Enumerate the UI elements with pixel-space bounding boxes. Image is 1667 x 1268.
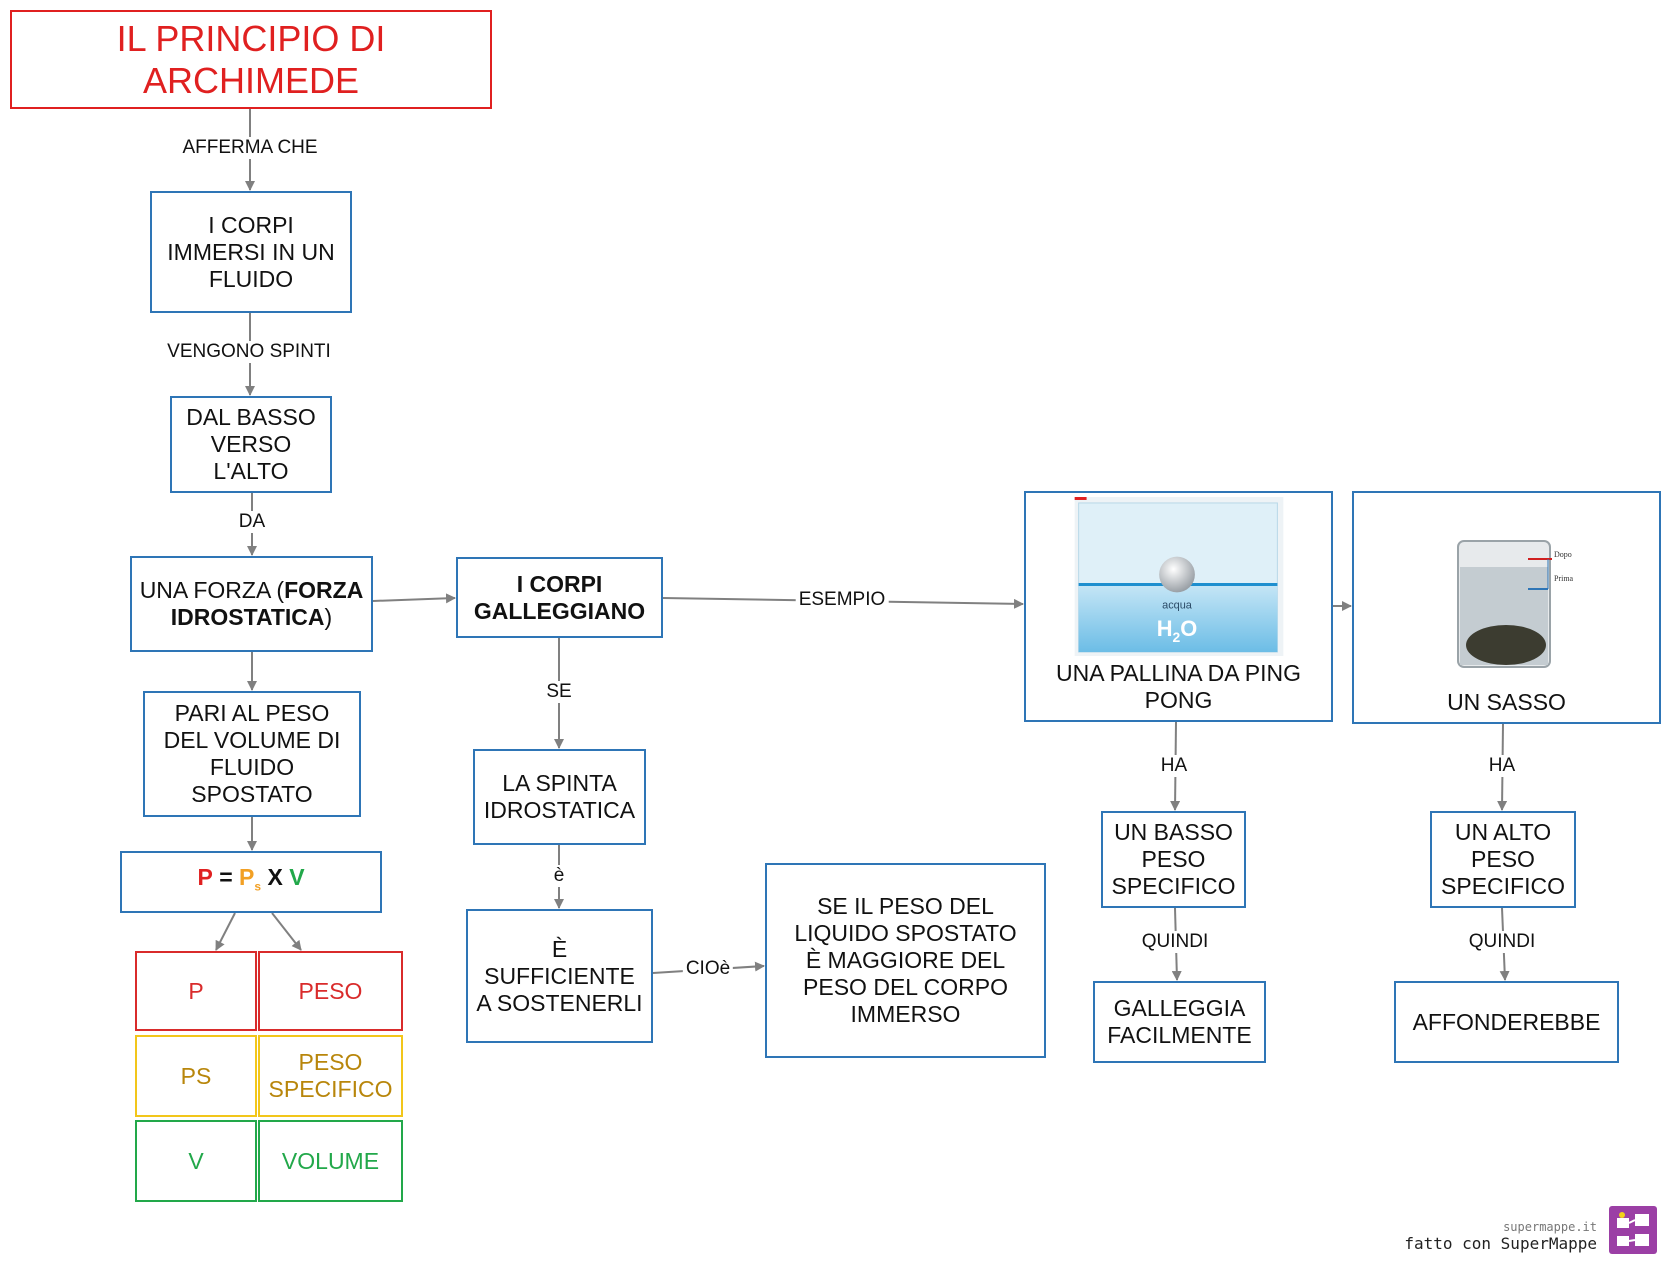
node-galleggia: GALLEGGIA FACILMENTE [1093,981,1266,1063]
connector-forza-to-galleggiano [372,593,456,604]
stone-beaker-image: Dopo Prima [1456,540,1574,668]
footer-made-with: fatto con SuperMappe [1404,1234,1597,1253]
node-corpi-galleggiano: I CORPI GALLEGGIANO [456,557,663,638]
node-galleggia-text: GALLEGGIA FACILMENTE [1107,995,1252,1048]
node-alto-peso: UN ALTO PESO SPECIFICO [1430,811,1576,908]
legend-cell-symbol-v: V [135,1120,257,1202]
formula-times: X [267,863,283,890]
footer-credit: supermappe.it fatto con SuperMappe [1404,1220,1597,1254]
node-pari-al-peso-text: PARI AL PESO DEL VOLUME DI FLUIDO SPOSTA… [163,700,341,807]
node-spinta-idrostatica: LA SPINTA IDROSTATICA [473,749,646,845]
link-label-cioe: CIOè [682,958,734,980]
node-pallina-text: UNA PALLINA DA PING PONG [1055,660,1301,713]
title-line-2: ARCHIMEDE [142,59,360,101]
beaker-label: acqua [1162,599,1193,611]
legend-cell-symbol-p: P [135,951,257,1031]
node-corpi-galleggiano-text: I CORPI GALLEGGIANO [473,570,646,624]
node-sasso: Dopo Prima UN SASSO [1352,491,1661,724]
legend-cell-meaning-peso: PESO [258,951,403,1031]
node-alto-peso-text: UN ALTO PESO SPECIFICO [1441,819,1565,899]
node-se-il-peso: SE IL PESO DEL LIQUIDO SPOSTATO È MAGGIO… [765,863,1046,1058]
supermappe-logo-icon [1609,1206,1657,1254]
node-corpi-immersi-text: I CORPI IMMERSI IN UN FLUIDO [167,211,335,292]
connector-formula-to-peso [271,912,302,951]
legend-cell-meaning-peso-specifico: PESO SPECIFICO [258,1035,403,1117]
node-dal-basso: DAL BASSO VERSO L'ALTO [170,396,332,493]
formula-equals: = [219,863,233,890]
node-sufficiente-text: È SUFFICIENTE A SOSTENERLI [476,935,643,1016]
legend-cell-symbol-ps: PS [135,1035,257,1117]
node-basso-peso: UN BASSO PESO SPECIFICO [1101,811,1246,908]
logo-graphic [1617,1212,1649,1246]
water-fill [1078,584,1277,653]
node-pallina: acqua H2O UNA PALLINA DA PING PONG [1024,491,1333,722]
node-sufficiente: È SUFFICIENTE A SOSTENERLI [466,909,653,1043]
stone-icon [1465,625,1546,665]
node-se-il-peso-text: SE IL PESO DEL LIQUIDO SPOSTATO È MAGGIO… [794,893,1017,1027]
link-label-quindi-1: QUINDI [1138,931,1212,953]
beaker-formula: H2O [1156,616,1197,645]
link-label-esempio: ESEMPIO [795,589,889,611]
label-dopo: Dopo [1554,550,1572,559]
title-line-1: IL PRINCIPIO DI [116,17,386,59]
connector-formula-to-p [215,912,236,951]
formula-ps-subscript: s [254,879,262,894]
beaker-formula-h: H [1156,616,1172,641]
formula-v: V [289,863,305,890]
node-corpi-immersi: I CORPI IMMERSI IN UN FLUIDO [150,191,352,313]
legend-meaning-peso: PESO [298,977,363,1004]
beaker-red-mark [1074,497,1087,500]
node-spinta-idrostatica-text: LA SPINTA IDROSTATICA [483,770,636,823]
node-pari-al-peso: PARI AL PESO DEL VOLUME DI FLUIDO SPOSTA… [143,691,361,817]
beaker-image: acqua H2O [1074,497,1283,656]
link-label-quindi-2: QUINDI [1465,931,1539,953]
node-sasso-text: UN SASSO [1447,689,1566,715]
formula-p: P [197,863,213,890]
link-label-da: DA [235,511,269,533]
link-label-vengono-spinti: VENGONO SPINTI [164,341,334,363]
legend-meaning-volume: VOLUME [281,1147,380,1174]
beaker-formula-o: O [1180,616,1197,641]
link-label-ha-2: HA [1485,755,1519,777]
node-affonderebbe-text: AFFONDEREBBE [1412,1008,1601,1035]
legend-cell-meaning-volume: VOLUME [258,1120,403,1202]
ping-pong-ball-icon [1158,556,1195,593]
link-label-se: SE [543,681,575,703]
label-prima: Prima [1554,574,1574,583]
legend-symbol-ps: PS [180,1062,212,1089]
title-box: IL PRINCIPIO DI ARCHIMEDE [10,10,492,109]
beaker-formula-sub: 2 [1172,629,1180,645]
node-formula: P = Ps X V [120,851,382,913]
link-label-afferma-che: AFFERMA CHE [179,137,321,159]
forza-suffix: ) [324,604,333,630]
link-label-ha-1: HA [1157,755,1191,777]
forza-bold: FORZA IDROSTATICA [170,577,364,630]
node-affonderebbe: AFFONDEREBBE [1394,981,1619,1063]
formula: P = Ps X V [197,864,304,901]
legend-symbol-p: P [188,977,204,1004]
node-una-forza: UNA FORZA (FORZA IDROSTATICA) [130,556,373,652]
node-basso-peso-text: UN BASSO PESO SPECIFICO [1111,819,1236,899]
footer-site: supermappe.it [1503,1220,1597,1234]
node-dal-basso-text: DAL BASSO VERSO L'ALTO [186,404,316,484]
legend-symbol-v: V [188,1147,204,1174]
forza-prefix: UNA FORZA ( [139,577,285,603]
legend-meaning-peso-specifico: PESO SPECIFICO [268,1049,393,1102]
formula-ps: P [239,863,255,890]
node-una-forza-text: UNA FORZA (FORZA IDROSTATICA) [138,577,365,631]
link-label-e: è [550,865,568,887]
